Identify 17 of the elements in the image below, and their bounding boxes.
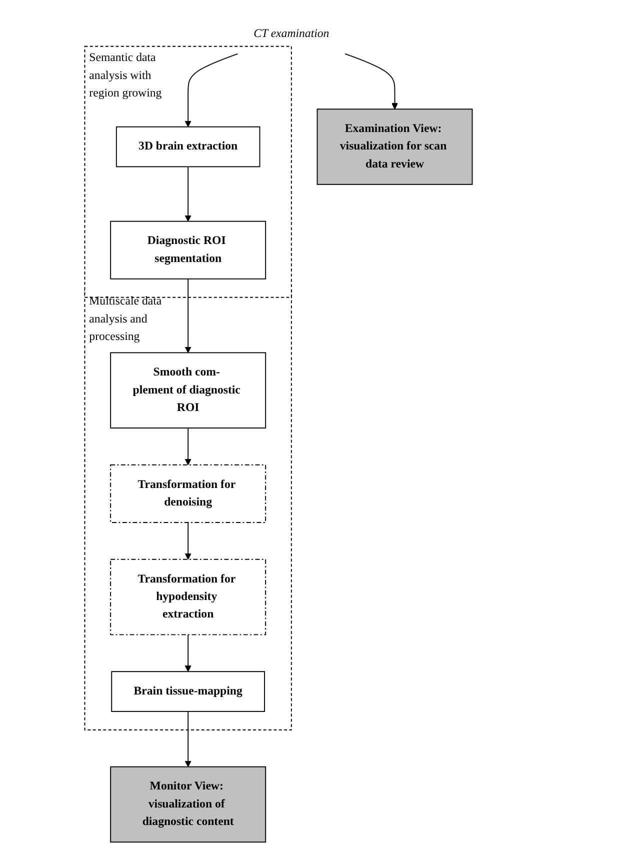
node-box: Diagnostic ROI segmentation [110, 220, 266, 280]
node-box: Transformation for denoising [110, 464, 266, 523]
arrow [184, 710, 192, 768]
node-box: 3D brain extraction [116, 126, 260, 168]
arrow [184, 53, 238, 128]
arrow [344, 53, 398, 110]
node-box: Examination View: visualization for scan data review [316, 108, 473, 185]
node-box: Brain tissue-mapping [111, 671, 265, 712]
node-text: CT examination [254, 27, 330, 40]
arrow [184, 278, 192, 353]
arrow [184, 634, 192, 672]
arrow [184, 166, 192, 222]
arrow [184, 428, 192, 466]
node-box: Transformation for hypodensity extraction [110, 558, 266, 636]
arrow [184, 522, 192, 560]
node-box: Monitor View: visualization of diagnostic content [110, 766, 266, 843]
node-box: Smooth com- plement of diagnostic ROI [110, 352, 266, 428]
